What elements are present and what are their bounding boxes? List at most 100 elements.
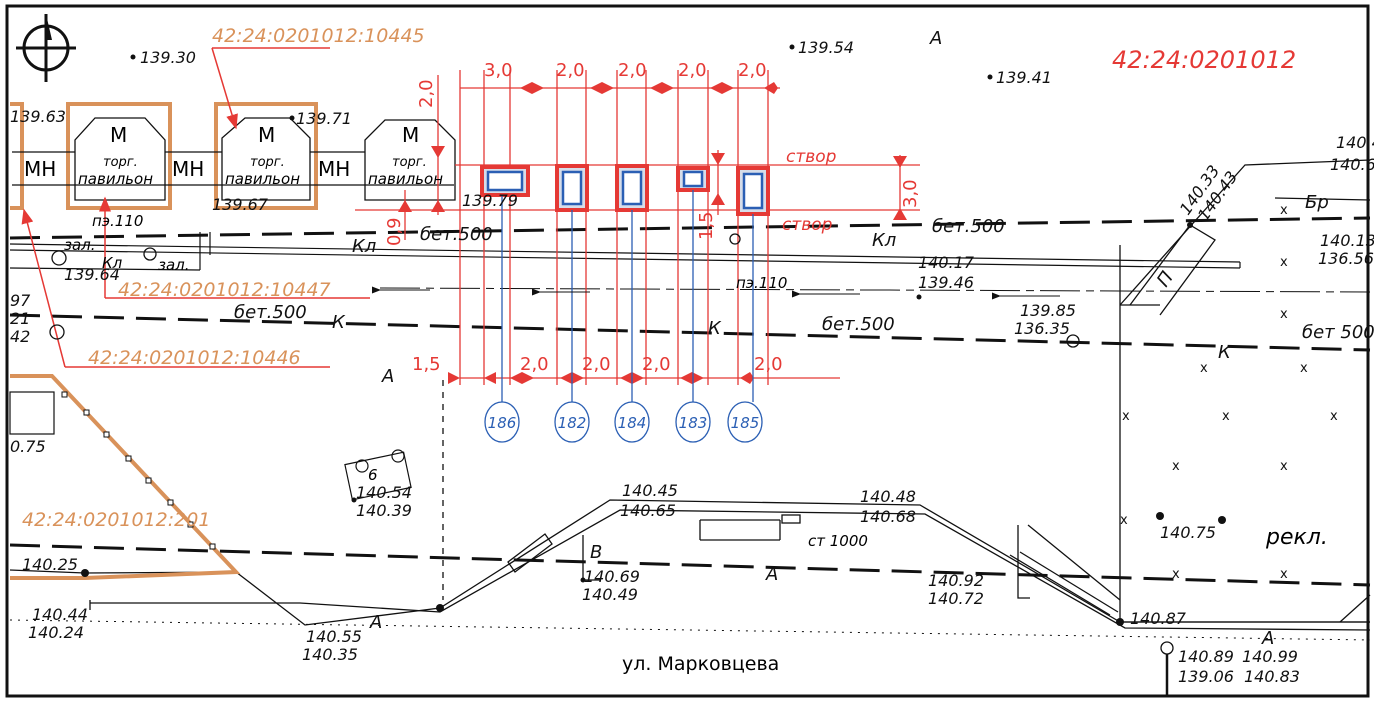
pavilion-m-3: М — [402, 123, 419, 147]
svg-text:x: x — [1172, 459, 1180, 474]
lamp-posts — [480, 164, 770, 216]
dim-top-3: 2,0 — [618, 60, 647, 81]
label-kl-3: Кл — [102, 254, 123, 272]
svg-text:x: x — [1280, 307, 1288, 322]
elevation-mark: 140.69 — [584, 567, 640, 586]
dim-vertical-30: 3,0 — [900, 179, 921, 208]
elevation-mark: 139.63 — [10, 107, 66, 126]
elevation-mark: 140.25 — [22, 555, 78, 574]
elevation-mark: 140.99 — [1242, 647, 1298, 666]
elevation-mark: 139.54 — [798, 38, 854, 57]
elevation-mark: 140.35 — [302, 645, 358, 664]
elevation-mark: 140.65 — [620, 501, 676, 520]
cadastral-10447: 42:24:0201012:10447 — [118, 279, 331, 301]
pole-number-186: 186 — [488, 414, 517, 432]
elevation-mark: 140.87 — [1130, 609, 1187, 628]
label-bet500-1: бет.500 — [420, 224, 493, 245]
elevation-mark: 140.54 — [356, 483, 412, 502]
pavilion-labels: М торг. павильон М торг. павильон М торг… — [24, 123, 443, 188]
pavilion-mn-2: МН — [172, 157, 204, 181]
label-a-1: А — [929, 28, 942, 49]
road-lines — [9, 216, 1371, 641]
elevation-mark: 97 — [10, 291, 31, 310]
svg-text:x: x — [1330, 409, 1338, 424]
elevation-mark: 140.48 — [860, 487, 916, 506]
elevation-mark: 139.67 — [212, 195, 269, 214]
pavilion-m-2: М — [258, 123, 275, 147]
dim-top-1: 3,0 — [484, 60, 513, 81]
svg-text:x: x — [1200, 361, 1208, 376]
direction-arrows — [372, 286, 1060, 300]
cadastral-10446: 42:24:0201012:10446 — [88, 347, 301, 369]
pole-number-183: 183 — [679, 414, 708, 432]
elevation-mark: 140.55 — [306, 627, 362, 646]
label-kl-1: Кл — [352, 236, 376, 257]
label-kl-2: Кл — [872, 230, 896, 251]
pavilion-torg-3: торг. — [392, 155, 427, 170]
elevation-mark: 140.6 — [1330, 155, 1374, 174]
elevation-mark: 21 — [10, 309, 30, 328]
elevation-mark: 139.64 — [64, 265, 120, 284]
pole-number-185: 185 — [731, 414, 760, 432]
pavilion-mn-1: МН — [24, 157, 56, 181]
dim-bottom-5: 2,0 — [754, 354, 783, 375]
elevation-mark: 136.35 — [1014, 319, 1070, 338]
label-zal-2: зал. — [158, 256, 190, 274]
svg-text:x: x — [1222, 409, 1230, 424]
cadastral-quarter: 42:24:0201012 — [1112, 46, 1296, 74]
elevation-mark: 140.17 — [918, 253, 975, 272]
label-a-5: А — [1261, 628, 1274, 649]
dimension-ticks — [398, 82, 907, 384]
svg-text:x: x — [1120, 513, 1128, 528]
label-k-3: К — [1218, 342, 1232, 363]
label-a-2: А — [381, 366, 394, 387]
cadastral-leaders — [21, 47, 370, 368]
elevation-mark: 140.92 — [928, 571, 984, 590]
label-br: Бр — [1305, 192, 1329, 213]
label-bet500-5: бет 500 — [1302, 322, 1374, 343]
svg-text:x: x — [1280, 255, 1288, 270]
elevation-mark: 140.89 — [1178, 647, 1234, 666]
street-name: ул. Марковцева — [622, 653, 779, 675]
pole-number-184: 184 — [618, 414, 647, 432]
elevation-mark: 136.56 — [1318, 249, 1374, 268]
dim-top-2: 2,0 — [556, 60, 585, 81]
elevation-mark: 140.45 — [622, 481, 678, 500]
label-a-3: А — [765, 564, 778, 585]
pavilion-mn-3: МН — [318, 157, 350, 181]
dimension-labels: 3,0 2,0 2,0 2,0 2,0 1,5 2,0 2,0 2,0 2,0 … — [384, 60, 921, 375]
pavilion-m-1: М — [110, 123, 127, 147]
svg-text:x: x — [1300, 361, 1308, 376]
bench-structure — [9, 391, 55, 435]
elevation-mark: 42 — [10, 327, 30, 346]
cadastral-201: 42:24:0201012:201 — [22, 509, 210, 531]
parcel-vertices — [61, 391, 216, 550]
stvor-lower: створ — [782, 215, 833, 235]
dim-bottom-2: 2,0 — [520, 354, 549, 375]
svg-text:x: x — [1122, 409, 1130, 424]
elevation-mark: 139.06 — [1178, 667, 1234, 686]
pavilion-torg-1: торг. — [103, 155, 138, 170]
pavilion-name-2: павильон — [225, 170, 300, 188]
svg-text:x: x — [1172, 567, 1180, 582]
stvor-upper: створ — [786, 147, 837, 167]
cadastral-10445: 42:24:0201012:10445 — [212, 25, 425, 47]
elevation-mark: 139.85 — [1020, 301, 1076, 320]
elevation-mark: 139.71 — [296, 109, 352, 128]
label-zal-1: зал. — [64, 236, 96, 254]
north-arrow-icon — [16, 14, 76, 82]
elevation-mark: 139.30 — [140, 48, 196, 67]
elevation-mark: 140.49 — [582, 585, 638, 604]
label-pe110-2: пэ.110 — [736, 274, 787, 292]
elevation-mark: 139.41 — [996, 68, 1052, 87]
dim-vertical-15: 1,5 — [696, 211, 717, 240]
elevation-mark: 139.79 — [462, 191, 518, 210]
elevation-mark: 139.46 — [918, 273, 974, 292]
survey-points — [81, 44, 1226, 626]
label-a-4: А — [369, 612, 382, 633]
right-zone — [1119, 159, 1371, 316]
label-p: П — [1153, 267, 1178, 291]
